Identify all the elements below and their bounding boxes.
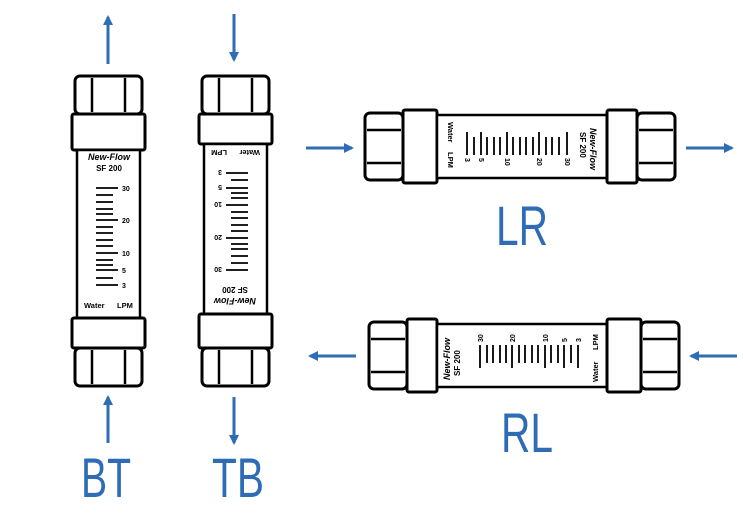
orientation-label-lr: LR xyxy=(496,194,548,257)
fluid-label-lr: Water xyxy=(446,122,455,143)
unit-label-tb: LPM xyxy=(211,148,227,157)
model-label-bt: SF 200 xyxy=(96,164,122,173)
model-label-rl: SF 200 xyxy=(453,350,462,376)
tick-label-30-tb: 30 xyxy=(214,265,222,272)
brand-label-tb: New-Flow xyxy=(213,296,256,306)
tick-label-3-tb: 3 xyxy=(218,168,222,175)
right-hex-fitting-rl xyxy=(605,317,681,394)
tick-label-10-bt: 10 xyxy=(122,251,130,258)
brand-label-rl: New-Flow xyxy=(442,337,452,380)
scale-ticks-tb xyxy=(226,172,248,271)
scale-ticks-lr xyxy=(466,132,568,155)
meter-tb: New-Flow SF 200 30 20 10 5 3 Water LPM T… xyxy=(197,14,274,509)
scale-ticks-rl xyxy=(479,345,579,368)
tick-label-3-rl: 3 xyxy=(576,338,583,342)
tick-label-30-lr: 30 xyxy=(563,158,570,166)
unit-label-bt: LPM xyxy=(117,301,133,310)
tube-body-rl xyxy=(435,322,609,389)
bottom-hex-fitting-tb xyxy=(197,312,274,388)
tick-label-5-bt: 5 xyxy=(122,268,126,275)
tick-label-5-rl: 5 xyxy=(562,338,569,342)
tick-label-30-bt: 30 xyxy=(122,186,130,193)
orientation-label-rl: RL xyxy=(501,401,553,464)
bottom-hex-fitting-bt xyxy=(70,316,147,388)
brand-label-lr: New-Flow xyxy=(588,128,598,171)
tick-label-5-tb: 5 xyxy=(218,183,222,190)
tick-label-10-rl: 10 xyxy=(543,334,550,342)
orientation-label-tb: TB xyxy=(212,446,264,509)
scale-ticks-bt xyxy=(96,187,118,286)
fluid-label-bt: Water xyxy=(84,301,105,310)
right-hex-fitting-lr xyxy=(605,108,677,185)
tick-label-30-rl: 30 xyxy=(478,334,485,342)
unit-label-lr: LPM xyxy=(446,152,455,168)
tube-body-bt xyxy=(75,148,142,320)
tick-label-20-bt: 20 xyxy=(122,218,130,225)
tick-label-20-rl: 20 xyxy=(510,334,517,342)
brand-label-bt: New-Flow xyxy=(88,152,131,162)
meter-bt: New-Flow SF 200 30 20 10 5 3 Water LPM B… xyxy=(70,15,147,509)
meter-lr: Water LPM 3 5 10 20 30 New-Flow SF 200 L… xyxy=(306,108,734,257)
model-label-tb: SF 200 xyxy=(222,285,248,294)
fluid-label-rl: Water xyxy=(591,361,600,382)
meter-rl: New-Flow SF 200 30 20 10 5 3 LPM Water R… xyxy=(308,317,737,464)
upside-down-scale-tb: New-Flow SF 200 30 20 10 5 3 Water LPM xyxy=(211,148,260,306)
tick-label-10-lr: 10 xyxy=(503,158,510,166)
top-hex-fitting-tb xyxy=(197,74,274,146)
tick-label-20-lr: 20 xyxy=(535,158,542,166)
fluid-label-tb: Water xyxy=(239,148,260,157)
orientation-label-bt: BT xyxy=(81,446,131,509)
tick-label-10-tb: 10 xyxy=(214,200,222,207)
tick-label-20-tb: 20 xyxy=(214,233,222,240)
tick-label-5-lr: 5 xyxy=(477,158,484,162)
top-hex-fitting-bt xyxy=(70,74,147,152)
left-hex-fitting-rl xyxy=(367,317,439,394)
tick-label-3-lr: 3 xyxy=(463,158,470,162)
tube-body-lr xyxy=(435,113,609,180)
tick-label-3-bt: 3 xyxy=(122,283,126,290)
unit-label-rl: LPM xyxy=(591,334,600,350)
model-label-lr: SF 200 xyxy=(578,132,587,158)
left-hex-fitting-lr xyxy=(363,108,439,185)
